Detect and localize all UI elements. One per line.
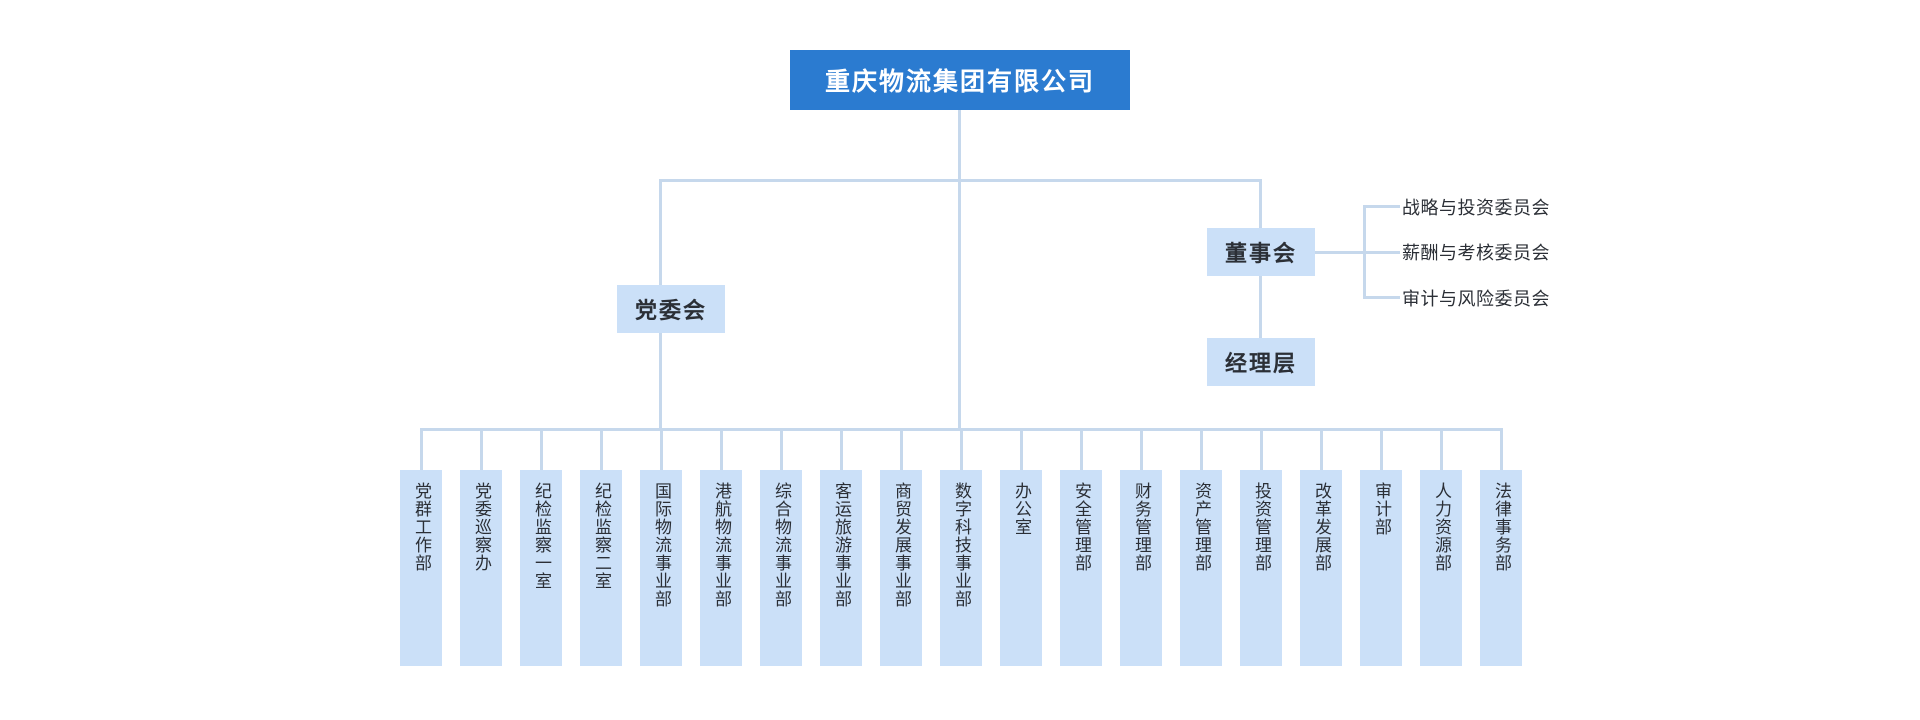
org-node-party-committee[interactable]: 党委会 [617,285,725,333]
department-node[interactable]: 商贸发展事业部 [880,470,922,666]
department-node[interactable]: 人力资源部 [1420,470,1462,666]
connector-department-drop [660,428,663,470]
committee-item-strategy-investment[interactable]: 战略与投资委员会 [1402,194,1550,220]
department-node[interactable]: 党委巡察办 [460,470,502,666]
department-node[interactable]: 纪检监察一室 [520,470,562,666]
department-label: 办公室 [1012,482,1032,536]
connector-party-to-departments [659,333,662,429]
department-label: 港航物流事业部 [712,482,732,608]
committee-item-compensation-appraisal[interactable]: 薪酬与考核委员会 [1402,239,1550,265]
department-label: 党委巡察办 [472,482,492,572]
connector-department-drop [780,428,783,470]
org-node-management[interactable]: 经理层 [1207,338,1315,386]
department-node[interactable]: 改革发展部 [1300,470,1342,666]
connector-committee-stub-3 [1363,296,1400,299]
connector-department-drop [420,428,423,470]
department-label: 资产管理部 [1192,482,1212,572]
committee-label: 薪酬与考核委员会 [1402,243,1550,263]
connector-department-drop [960,428,963,470]
department-label: 审计部 [1372,482,1392,536]
committee-label: 战略与投资委员会 [1402,198,1550,218]
department-label: 数字科技事业部 [952,482,972,608]
connector-committee-stub-2 [1363,251,1400,254]
department-label: 投资管理部 [1252,482,1272,572]
connector-department-drop [900,428,903,470]
connector-board-to-management [1259,275,1262,339]
connector-department-drop [1140,428,1143,470]
org-node-root-label: 重庆物流集团有限公司 [824,68,1095,96]
connector-department-drop [1380,428,1383,470]
department-label: 综合物流事业部 [772,482,792,608]
department-node[interactable]: 港航物流事业部 [700,470,742,666]
committee-label: 审计与风险委员会 [1402,289,1550,309]
department-label: 人力资源部 [1432,482,1452,572]
connector-department-drop [1500,428,1503,470]
department-label: 财务管理部 [1132,482,1152,572]
connector-department-drop [1020,428,1023,470]
department-label: 纪检监察一室 [532,482,552,590]
department-label: 商贸发展事业部 [892,482,912,608]
org-node-board-of-directors-label: 董事会 [1224,241,1297,266]
department-node[interactable]: 办公室 [1000,470,1042,666]
connector-department-drop [1200,428,1203,470]
connector-department-drop [1080,428,1083,470]
org-node-root[interactable]: 重庆物流集团有限公司 [790,50,1130,110]
connector-committee-stub-1 [1363,205,1400,208]
department-node[interactable]: 综合物流事业部 [760,470,802,666]
department-label: 纪检监察二室 [592,482,612,590]
department-label: 国际物流事业部 [652,482,672,608]
org-node-management-label: 经理层 [1224,351,1297,376]
department-node[interactable]: 纪检监察二室 [580,470,622,666]
connector-to-party-committee [659,179,662,286]
connector-to-board [1259,179,1262,229]
connector-department-drop [840,428,843,470]
department-label: 党群工作部 [412,482,432,572]
connector-department-drop [1440,428,1443,470]
committee-item-audit-risk[interactable]: 审计与风险委员会 [1402,285,1550,311]
department-node[interactable]: 审计部 [1360,470,1402,666]
department-node[interactable]: 财务管理部 [1120,470,1162,666]
department-node[interactable]: 党群工作部 [400,470,442,666]
connector-department-drop [480,428,483,470]
connector-department-drop [720,428,723,470]
connector-board-to-committee-spine [1315,251,1385,254]
department-node[interactable]: 资产管理部 [1180,470,1222,666]
connector-department-drop [540,428,543,470]
department-node[interactable]: 国际物流事业部 [640,470,682,666]
department-node[interactable]: 法律事务部 [1480,470,1522,666]
org-node-board-of-directors[interactable]: 董事会 [1207,228,1315,276]
connector-department-drop [1260,428,1263,470]
department-label: 客运旅游事业部 [832,482,852,608]
connector-department-drop [600,428,603,470]
connector-department-bus-bar [420,428,1502,431]
connector-center-trunk-lower [958,179,961,429]
department-node[interactable]: 客运旅游事业部 [820,470,862,666]
connector-department-drop [1320,428,1323,470]
connector-root-trunk [958,110,961,180]
department-label: 法律事务部 [1492,482,1512,572]
department-node[interactable]: 安全管理部 [1060,470,1102,666]
department-label: 安全管理部 [1072,482,1092,572]
department-node[interactable]: 数字科技事业部 [940,470,982,666]
department-node[interactable]: 投资管理部 [1240,470,1282,666]
department-label: 改革发展部 [1312,482,1332,572]
org-node-party-committee-label: 党委会 [634,298,707,323]
